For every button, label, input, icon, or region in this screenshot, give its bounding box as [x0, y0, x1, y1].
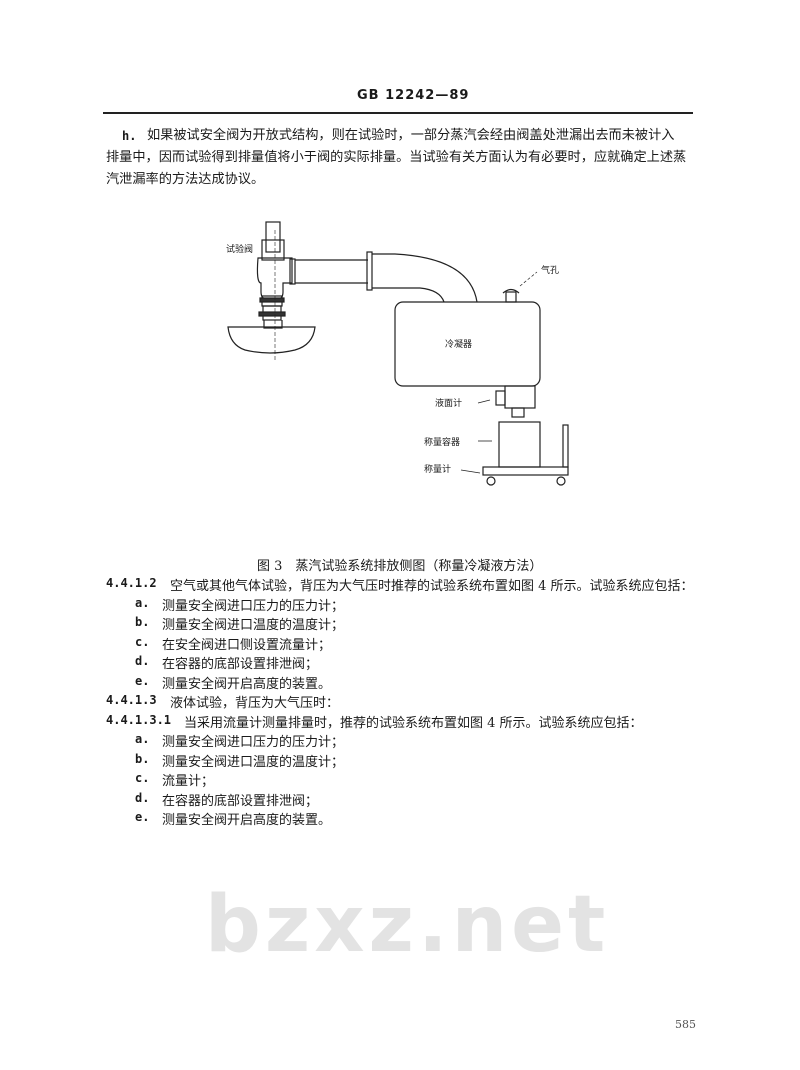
list-item: 在容器的底部设置排泄阀； — [162, 657, 319, 672]
outlet-nozzle — [511, 407, 525, 418]
para-h-marker: h. — [122, 125, 136, 148]
list-item-marker: c. — [135, 634, 150, 649]
list-item-marker: a. — [135, 732, 150, 746]
vessel — [227, 326, 316, 354]
discharge-pipe — [289, 251, 478, 303]
weighing-container — [498, 421, 541, 468]
label-level-gauge: 液面计 — [435, 399, 463, 409]
header-rule — [103, 112, 693, 114]
list-item-marker: d. — [135, 790, 150, 805]
label-condenser: 冷凝器 — [445, 340, 473, 350]
test-valve — [256, 221, 293, 360]
steam-test-diagram — [227, 221, 569, 486]
section-text: 空气或其他气体试验，背压为大气压时推荐的试验系统布置如图 4 所示。试验系统应包… — [170, 579, 694, 594]
figure-caption: 图 3 蒸汽试验系统排放侧图（称量冷凝液方法） — [257, 559, 543, 574]
level-gauge — [495, 390, 506, 406]
para-h-line: 排量中，因而试验得到排量值将小于阀的实际排量。当试验有关方面认为有必要时，应就确… — [106, 150, 687, 165]
para-h-line: 如果被试安全阀为开放式结构，则在试验时，一部分蒸汽会经由阀盖处泄漏出去而未被计入 — [147, 128, 675, 143]
label-container: 称量容器 — [424, 438, 461, 448]
scale-cart — [482, 424, 569, 486]
page-number: 585 — [675, 1018, 696, 1031]
label-scale: 称量计 — [424, 465, 452, 475]
list-item: 测量安全阀进口温度的温度计； — [162, 754, 345, 770]
list-item-marker: d. — [135, 654, 150, 668]
list-item: 测量安全阀开启高度的装置。 — [162, 676, 332, 692]
list-item: 在容器的底部设置排泄阀； — [162, 793, 319, 809]
standard-header: GB 12242—89 — [357, 88, 470, 103]
section-number: 4.4.1.2 — [106, 576, 157, 590]
list-item: 流量计； — [162, 774, 215, 789]
condenser — [394, 301, 541, 387]
list-item-marker: b. — [135, 751, 150, 766]
list-item-marker: a. — [135, 595, 150, 610]
section-number: 4.4.1.3.1 — [106, 712, 172, 727]
section-text: 当采用流量计测量排量时，推荐的试验系统布置如图 4 所示。试验系统应包括： — [184, 715, 643, 731]
label-vent: 气孔 — [541, 266, 560, 276]
list-item: 测量安全阀开启高度的装置。 — [162, 813, 332, 828]
list-item-marker: e. — [135, 810, 150, 824]
vent — [502, 271, 538, 303]
list-item: 测量安全阀进口压力的压力计； — [162, 598, 345, 614]
list-item: 测量安全阀进口温度的温度计； — [162, 618, 345, 633]
outlet — [504, 385, 536, 409]
section-number: 4.4.1.3 — [106, 693, 157, 707]
para-h-line: 汽泄漏率的方法达成协议。 — [106, 172, 265, 187]
list-item-marker: b. — [135, 615, 150, 629]
leader-lines — [460, 399, 492, 474]
list-item-marker: e. — [135, 673, 150, 688]
section-text: 液体试验，背压为大气压时： — [170, 696, 340, 711]
watermark: bzxz.net — [205, 880, 610, 970]
label-test-valve: 试验阀 — [226, 245, 254, 255]
list-item-marker: c. — [135, 771, 150, 785]
para-h-marker-text: h. — [122, 129, 137, 143]
list-item: 测量安全阀进口压力的压力计； — [162, 735, 345, 750]
list-item: 在安全阀进口侧设置流量计； — [162, 637, 332, 653]
